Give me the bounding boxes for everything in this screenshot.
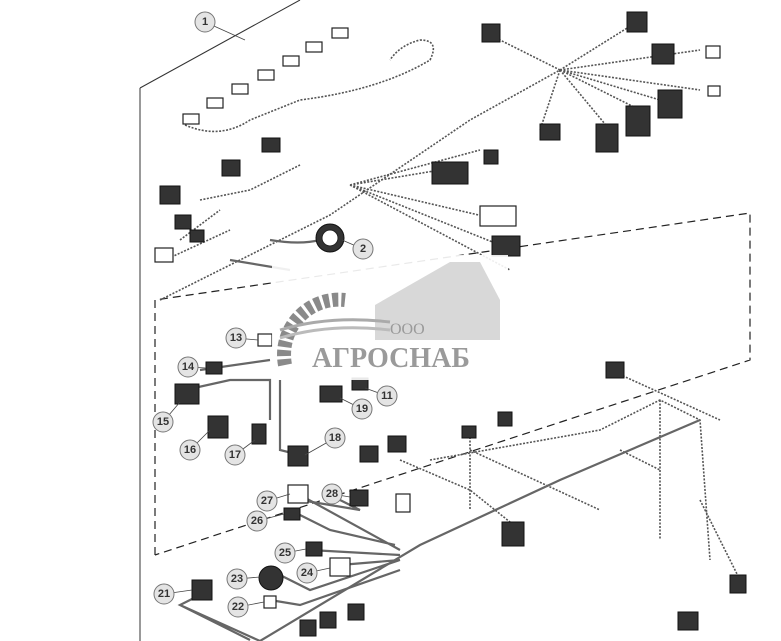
callout-label: 2 xyxy=(360,243,366,255)
panel-frame xyxy=(139,0,301,641)
callout-circle xyxy=(274,542,296,564)
callout-label: 16 xyxy=(184,444,196,456)
callout-label: 26 xyxy=(251,515,263,527)
callout-label: 24 xyxy=(301,567,314,579)
watermark-logo: ООО АГРОСНАБ xyxy=(272,255,508,380)
callout-16: 16 xyxy=(179,429,211,461)
callout-17: 17 xyxy=(224,439,256,466)
callout-circle xyxy=(177,356,199,378)
watermark-name: АГРОСНАБ xyxy=(312,343,470,374)
callout-label: 21 xyxy=(158,588,170,600)
callout-circle xyxy=(246,510,268,532)
callout-19: 19 xyxy=(339,397,373,420)
callout-circle xyxy=(153,583,175,605)
callout-2: 2 xyxy=(341,238,374,260)
callout-circle xyxy=(352,238,374,260)
callout-circle xyxy=(324,427,346,449)
callout-18: 18 xyxy=(304,427,346,456)
callout-label: 11 xyxy=(381,390,393,402)
callout-circle xyxy=(256,490,278,512)
callout-14: 14 xyxy=(177,356,207,378)
callout-13: 13 xyxy=(225,327,259,349)
callout-label: 25 xyxy=(279,547,291,559)
callout-label: 27 xyxy=(261,495,273,507)
callout-label: 28 xyxy=(326,488,338,500)
callout-26: 26 xyxy=(246,510,285,532)
callout-25: 25 xyxy=(274,542,307,564)
callout-label: 15 xyxy=(157,416,169,428)
harness-wires xyxy=(159,19,741,641)
dashed-subassembly-box xyxy=(154,212,751,556)
callout-circle xyxy=(224,444,246,466)
callout-label: 19 xyxy=(356,403,368,415)
callout-1: 1 xyxy=(194,11,246,41)
callout-21: 21 xyxy=(153,583,193,605)
watermark-prefix: ООО xyxy=(390,321,425,338)
connectors xyxy=(154,11,747,637)
callout-circle xyxy=(179,439,201,461)
callout-circle xyxy=(227,596,249,618)
callout-22: 22 xyxy=(227,596,265,618)
callout-circle xyxy=(225,327,247,349)
callout-label: 18 xyxy=(329,432,341,444)
callout-28: 28 xyxy=(321,483,351,505)
callout-circle xyxy=(152,411,174,433)
callout-circle xyxy=(376,385,398,407)
callout-27: 27 xyxy=(256,490,291,512)
callout-circle xyxy=(296,562,318,584)
callout-23: 23 xyxy=(226,568,261,590)
callout-label: 23 xyxy=(231,573,243,585)
callout-circle xyxy=(321,483,343,505)
callout-15: 15 xyxy=(152,401,181,433)
callout-label: 22 xyxy=(232,601,244,613)
callout-11: 11 xyxy=(364,385,398,407)
callout-circle xyxy=(226,568,248,590)
callout-label: 17 xyxy=(229,449,241,461)
callout-label: 14 xyxy=(182,361,195,373)
callout-circle xyxy=(351,398,373,420)
callout-label: 13 xyxy=(230,332,242,344)
callout-circle xyxy=(194,11,216,33)
callout-24: 24 xyxy=(296,562,331,584)
callout-label: 1 xyxy=(202,16,208,28)
